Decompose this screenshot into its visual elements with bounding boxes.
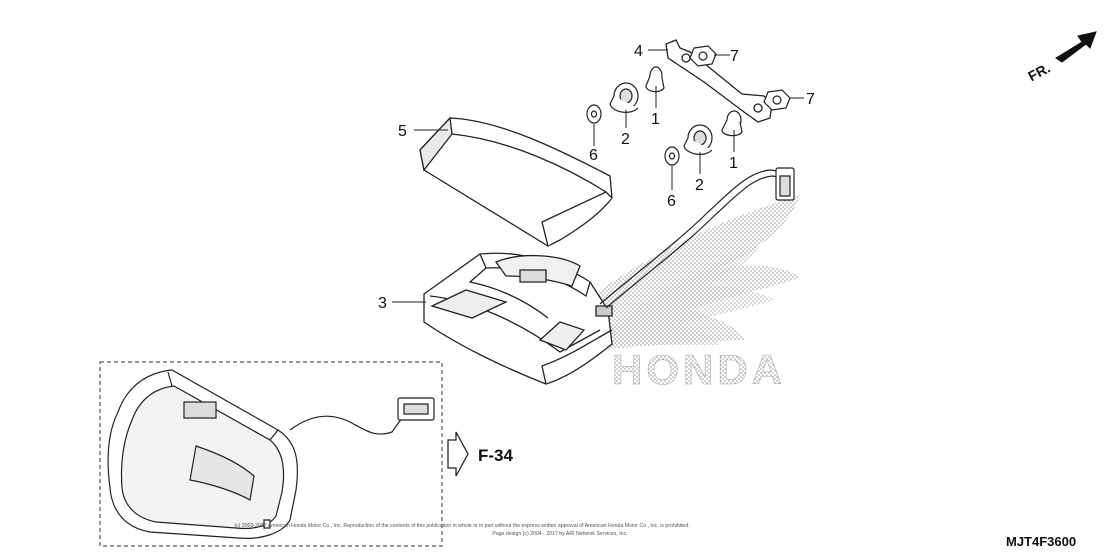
callout-part-5: 5: [398, 123, 407, 140]
callout-part-2-upper: 2: [621, 131, 630, 148]
part-wiring-harness: [599, 167, 795, 309]
front-arrow-icon: [1055, 31, 1097, 63]
front-direction-indicator: FR.: [1025, 31, 1097, 85]
part-collar-upper: [645, 66, 665, 93]
callout-part-2-lower: 2: [695, 177, 704, 194]
copyright-notice: (c) 2003-2017 American Honda Motor Co., …: [234, 523, 689, 529]
part-washer-upper: [586, 104, 602, 124]
callout-part-1-upper: 1: [651, 111, 660, 128]
part-tail-light-housing: [423, 252, 613, 385]
tail-light-assembly-detail: [107, 369, 435, 539]
part-flange-nut-upper: [689, 45, 717, 67]
callout-part-4: 4: [634, 43, 643, 60]
callout-part-7-lower: 7: [806, 91, 815, 108]
part-washer-lower: [664, 146, 680, 166]
part-flange-nut-lower: [763, 89, 791, 111]
callout-leader-lines: [392, 49, 804, 303]
callout-part-7-upper: 7: [730, 48, 739, 65]
page-design-notice: Page design (c) 2004 - 2017 by ARI Netwo…: [492, 531, 627, 537]
part-grommet-lower: [683, 124, 713, 155]
callout-part-1-lower: 1: [729, 155, 738, 172]
front-direction-label: FR.: [1025, 60, 1052, 85]
subassembly-detail-frame: [99, 361, 443, 547]
reference-link-label[interactable]: F-34: [478, 446, 514, 465]
part-grommet-upper: [609, 82, 639, 113]
reference-arrow-icon[interactable]: [447, 431, 469, 477]
part-lens-cover: [419, 116, 613, 247]
part-collar-lower: [721, 110, 743, 137]
diagram-code: MJT4F3600: [1006, 534, 1076, 549]
callout-part-6-lower: 6: [667, 193, 676, 210]
brand-watermark-lettering: HONDA: [612, 346, 786, 393]
callout-labels: 4 7 7 1 2 6 5 1 2 6 3: [378, 43, 815, 312]
part-mounting-bracket: [665, 39, 773, 123]
callout-part-6-upper: 6: [589, 147, 598, 164]
callout-part-3: 3: [378, 295, 387, 312]
